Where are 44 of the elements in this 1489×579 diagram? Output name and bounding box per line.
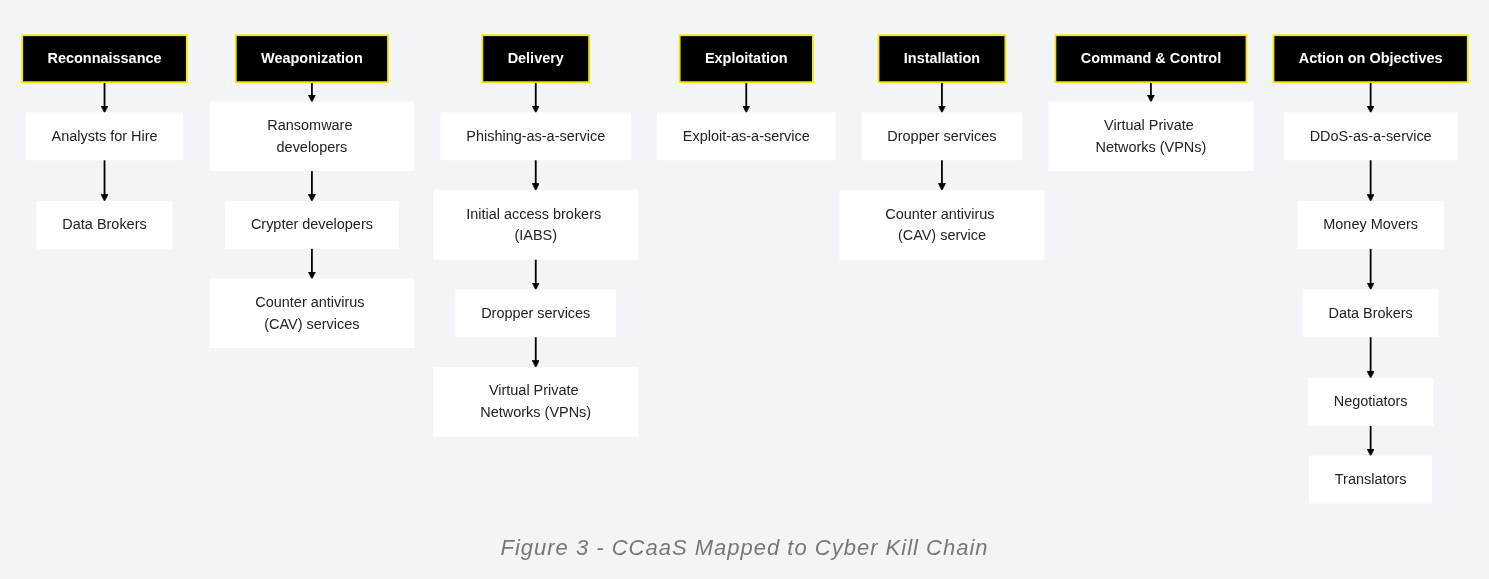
node-box: DDoS-as-a-service	[1283, 112, 1457, 161]
node-box: Initial access brokers (IABS)	[432, 190, 638, 260]
node-box: Crypter developers	[224, 201, 399, 250]
node-box: Exploitation	[678, 34, 814, 84]
node-box: Exploit-as-a-service	[656, 112, 835, 161]
node-box: Dropper services	[454, 289, 616, 338]
node-box: Dropper services	[861, 112, 1022, 161]
arrow	[1366, 159, 1375, 203]
node-box: Action on Objectives	[1272, 34, 1469, 84]
arrow	[307, 170, 316, 203]
node-box: Money Movers	[1297, 201, 1444, 250]
node-box: Counter antivirus (CAV) services	[208, 278, 414, 349]
node-box: Reconnaissance	[20, 34, 188, 84]
node-box: Installation	[877, 34, 1006, 84]
node-box: Negotiators	[1307, 378, 1433, 427]
node-box: Weaponization	[234, 34, 389, 84]
node-box: Virtual Private Networks (VPNs)	[1047, 102, 1253, 172]
figure-caption: Figure 3 - CCaaS Mapped to Cyber Kill Chain	[500, 535, 989, 561]
arrow	[1146, 81, 1155, 103]
node-box: Phishing-as-a-service	[440, 112, 631, 161]
arrow	[307, 81, 316, 103]
arrow	[531, 159, 540, 192]
arrow	[307, 247, 316, 280]
node-box: Command & Control	[1054, 34, 1247, 84]
node-box: Virtual Private Networks (VPNs)	[432, 367, 638, 437]
node-box: Translators	[1308, 455, 1432, 504]
arrow	[100, 81, 108, 114]
arrow	[1366, 336, 1375, 380]
arrow	[531, 336, 540, 369]
arrow	[531, 81, 540, 114]
node-box: Counter antivirus (CAV) service	[838, 190, 1044, 260]
arrow	[937, 159, 946, 192]
arrow	[937, 81, 946, 114]
arrow	[1366, 247, 1375, 291]
arrow	[531, 258, 540, 291]
arrow	[1366, 424, 1375, 457]
node-box: Ransomware developers	[208, 102, 414, 172]
node-box: Data Brokers	[36, 201, 172, 250]
arrow	[1366, 81, 1375, 114]
node-box: Analysts for Hire	[25, 112, 183, 161]
node-box: Data Brokers	[1302, 289, 1438, 338]
arrow	[741, 81, 750, 114]
node-box: Delivery	[480, 34, 590, 84]
arrow	[100, 159, 108, 203]
